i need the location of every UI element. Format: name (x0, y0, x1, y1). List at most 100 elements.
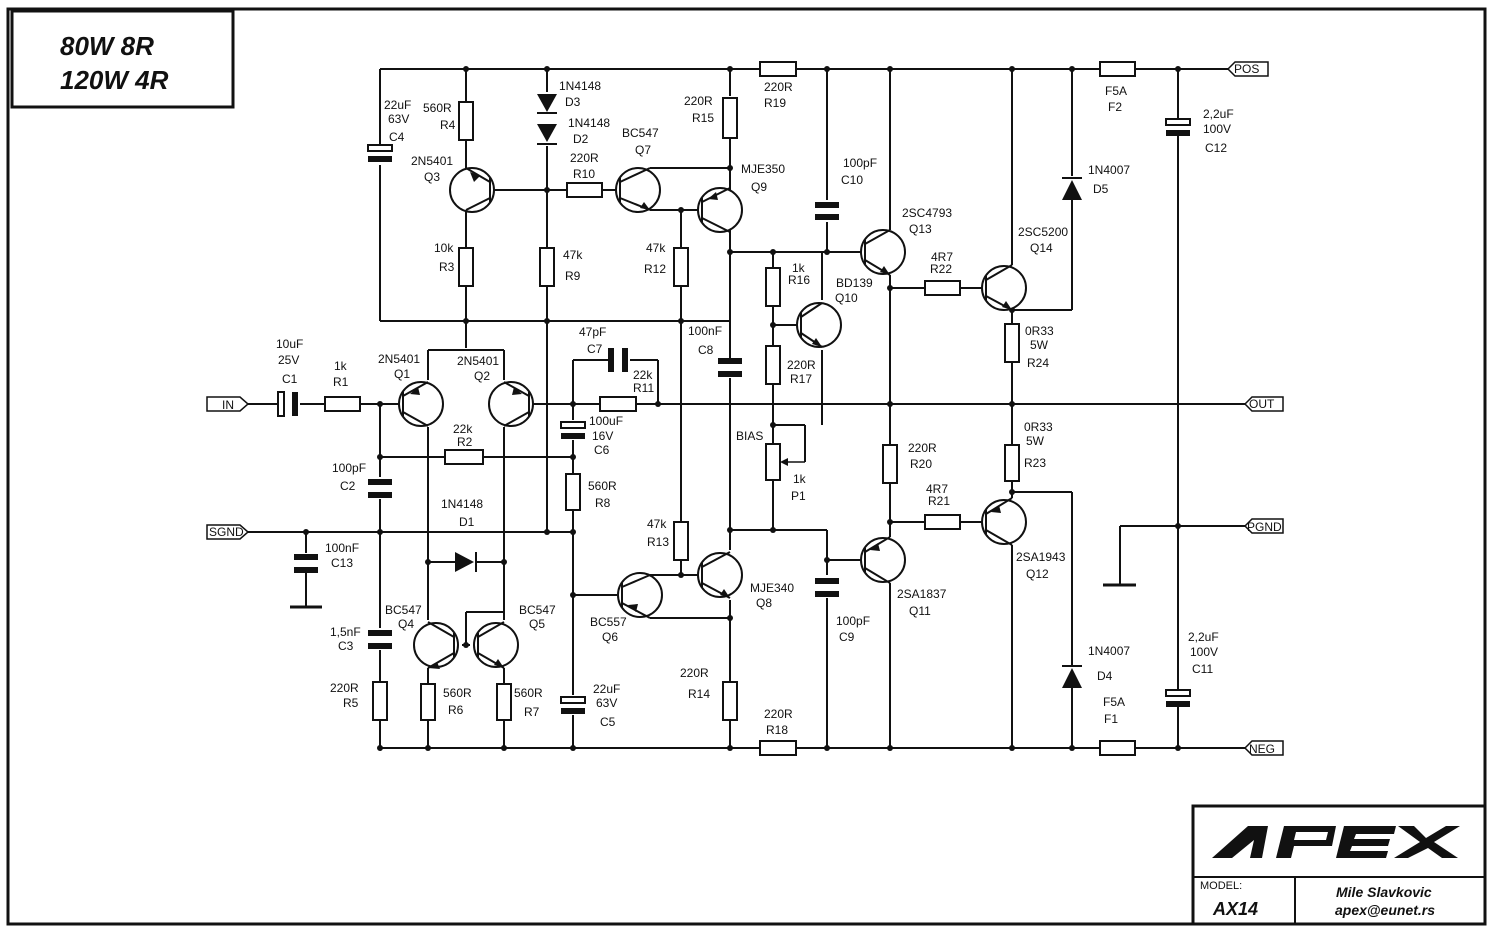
terminal-pgnd-label: PGND (1247, 520, 1282, 534)
label-c4-ref: C4 (389, 130, 405, 144)
resistor-r24 (1004, 323, 1020, 363)
label-r18-value: 220R (764, 707, 793, 721)
rating-line-2: 120W 4R (60, 65, 169, 95)
capacitor-c8 (718, 358, 742, 377)
terminal-pos: POS (1226, 61, 1269, 77)
label-p1-ref: P1 (791, 489, 806, 503)
terminal-in-label: IN (222, 398, 234, 412)
label-c3-value: 1,5nF (330, 625, 361, 639)
label-c13-ref: C13 (331, 556, 353, 570)
transistor-q14 (981, 264, 1027, 311)
capacitor-c10 (815, 202, 839, 220)
label-f2-value: F5A (1105, 84, 1127, 98)
capacitor-c3 (368, 630, 392, 649)
diode-d3 (537, 94, 557, 114)
label-r15-value: 220R (684, 94, 713, 108)
label-c10-value: 100pF (843, 156, 877, 170)
label-q3-value: 2N5401 (411, 154, 453, 168)
label-r12-ref: R12 (644, 262, 666, 276)
label-q6-value: BC557 (590, 615, 627, 629)
transistor-q10 (796, 302, 842, 348)
label-r20-value: 220R (908, 441, 937, 455)
resistor-r5 (372, 681, 388, 721)
label-r16-value: 1k (792, 261, 806, 275)
label-r19-value: 220R (764, 80, 793, 94)
label-c11-ref: C11 (1192, 662, 1213, 676)
capacitor-c2 (368, 479, 392, 498)
label-q1-value: 2N5401 (378, 352, 420, 366)
resistor-r16 (765, 267, 781, 307)
label-r17-value: 220R (787, 358, 816, 372)
label-q13-value: 2SC4793 (902, 206, 952, 220)
potentiometer-p1 (765, 443, 781, 481)
label-r24-power: 5W (1030, 338, 1049, 352)
capacitor-c5 (560, 696, 586, 714)
label-q14-ref: Q14 (1030, 241, 1053, 255)
transistor-q11 (860, 536, 906, 584)
label-d1-value: 1N4148 (441, 497, 483, 511)
label-r24-value: 0R33 (1025, 324, 1054, 338)
model-label: MODEL: (1200, 880, 1242, 892)
label-r21-ref: R21 (928, 494, 950, 508)
resistor-r9 (539, 247, 555, 287)
resistor-r18 (759, 740, 797, 756)
resistor-r8 (565, 473, 581, 511)
model-value: AX14 (1212, 899, 1258, 919)
label-q5-value: BC547 (519, 603, 556, 617)
label-q6-ref: Q6 (602, 630, 618, 644)
capacitor-c9 (815, 578, 839, 597)
resistor-r2 (444, 449, 484, 465)
label-r11-value: 22k (633, 368, 653, 382)
resistor-r20 (882, 444, 898, 484)
label-q2-value: 2N5401 (457, 354, 499, 368)
label-q7-ref: Q7 (635, 143, 651, 157)
transistor-q6 (617, 572, 663, 619)
label-c5-value: 22uF (593, 682, 620, 696)
label-q13-ref: Q13 (909, 222, 932, 236)
label-c8-value: 100nF (688, 324, 722, 338)
label-r20-ref: R20 (910, 457, 932, 471)
label-d3-value: 1N4148 (559, 79, 601, 93)
capacitor-c7 (608, 348, 628, 372)
capacitor-c4 (367, 144, 393, 162)
label-q3-ref: Q3 (424, 170, 440, 184)
label-r5-value: 220R (330, 681, 359, 695)
resistor-r21 (924, 514, 961, 530)
rating-line-1: 80W 8R (60, 31, 154, 61)
label-p1-value: 1k (793, 472, 807, 486)
transistor-q2 (488, 381, 534, 427)
diode-d1 (455, 552, 477, 572)
label-q4-ref: Q4 (398, 617, 414, 631)
label-c3-ref: C3 (338, 639, 354, 653)
resistor-r1 (324, 396, 361, 412)
label-q10-value: BD139 (836, 276, 873, 290)
terminal-pos-label: POS (1234, 62, 1259, 76)
label-r9-value: 47k (563, 248, 583, 262)
label-d4-ref: D4 (1097, 669, 1113, 683)
title-block: MODEL: AX14 Mile Slavkovic apex@eunet.rs (1191, 804, 1487, 926)
label-r16-ref: R16 (788, 273, 810, 287)
label-r22-value: 4R7 (931, 250, 953, 264)
label-d2-ref: D2 (573, 132, 589, 146)
label-c12-ref: C12 (1205, 141, 1227, 155)
transistor-q13 (860, 229, 906, 276)
resistor-r14 (722, 681, 738, 721)
label-r2-value: 22k (453, 422, 473, 436)
label-q14-value: 2SC5200 (1018, 225, 1068, 239)
resistor-r11 (599, 396, 637, 412)
label-d1-ref: D1 (459, 515, 475, 529)
terminal-neg-label: NEG (1249, 742, 1275, 756)
label-c4-voltage: 63V (388, 112, 409, 126)
label-c9-ref: C9 (839, 630, 855, 644)
capacitor-c1 (277, 391, 298, 417)
fuse-f1 (1099, 740, 1136, 756)
label-q11-value: 2SA1837 (897, 587, 947, 601)
transistor-q12 (981, 497, 1027, 546)
label-c6-voltage: 16V (592, 429, 613, 443)
label-r8-value: 560R (588, 479, 617, 493)
terminal-out-label: OUT (1249, 397, 1275, 411)
label-r18-ref: R18 (766, 723, 788, 737)
label-r8-ref: R8 (595, 496, 611, 510)
label-c12-value: 2,2uF (1203, 107, 1234, 121)
